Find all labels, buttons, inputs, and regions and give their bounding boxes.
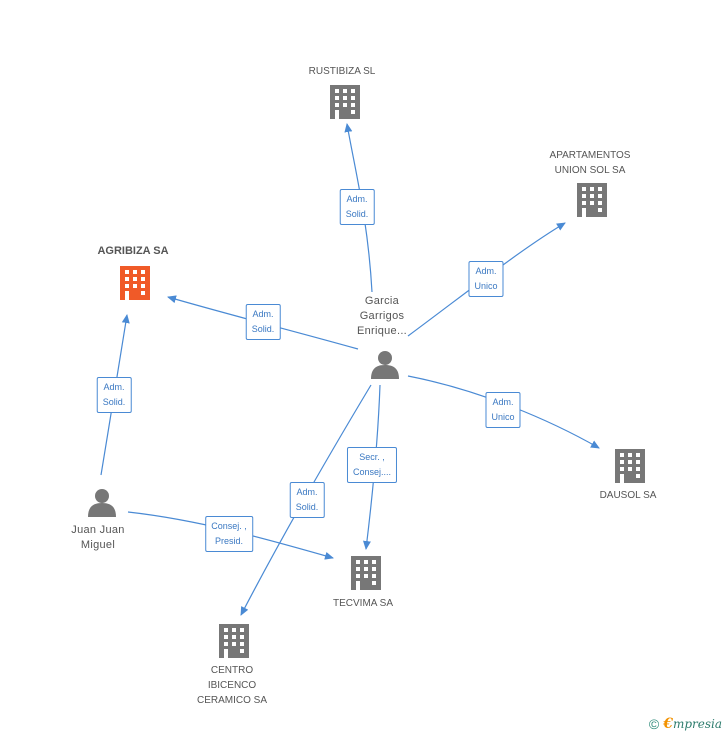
edge-label-garcia-agribiza: Adm. Solid.: [245, 304, 281, 340]
label-rustibiza[interactable]: RUSTIBIZA SL: [308, 66, 376, 77]
building-icon: [330, 85, 360, 119]
label-tecvima[interactable]: TECVIMA SA: [332, 598, 394, 609]
edge-label-garcia-dausol: Adm. Unico: [485, 392, 521, 428]
footer-brand: © €mpresia: [649, 716, 722, 732]
node-rustibiza[interactable]: [330, 85, 360, 119]
building-icon: [120, 266, 150, 300]
node-apartamentos[interactable]: [577, 183, 607, 217]
edge-label-garcia-tecvima: Secr. , Consej....: [346, 447, 398, 483]
brand-logo: €mpresia: [663, 716, 722, 732]
building-icon: [351, 556, 381, 590]
label-apartamentos[interactable]: APARTAMENTOS UNION SOL SA: [549, 150, 631, 176]
node-centro[interactable]: [219, 624, 249, 658]
label-dausol[interactable]: DAUSOL SA: [599, 490, 657, 501]
edge-label-garcia-centro: Adm. Solid.: [289, 482, 325, 518]
copyright-icon: ©: [648, 716, 660, 732]
label-centro[interactable]: CENTRO IBICENCO CERAMICO SA: [196, 665, 268, 706]
edge-label-garcia-apartamentos: Adm. Unico: [468, 261, 504, 297]
edge-label-garcia-rustibiza: Adm. Solid.: [339, 189, 375, 225]
building-icon: [615, 449, 645, 483]
node-agribiza[interactable]: [120, 266, 150, 300]
node-garcia[interactable]: [371, 351, 399, 379]
edge-label-juan-tecvima: Consej. , Presid.: [205, 516, 253, 552]
person-icon: [371, 351, 399, 379]
building-icon: [577, 183, 607, 217]
label-juan[interactable]: Juan Juan Miguel: [71, 524, 125, 551]
label-agribiza[interactable]: AGRIBIZA SA: [97, 245, 169, 257]
node-tecvima[interactable]: [351, 556, 381, 590]
building-icon: [219, 624, 249, 658]
label-garcia[interactable]: Garcia Garrigos Enrique...: [356, 295, 408, 337]
node-juan[interactable]: [88, 489, 116, 517]
person-icon: [88, 489, 116, 517]
node-dausol[interactable]: [615, 449, 645, 483]
edge-label-juan-agribiza: Adm. Solid.: [96, 377, 132, 413]
